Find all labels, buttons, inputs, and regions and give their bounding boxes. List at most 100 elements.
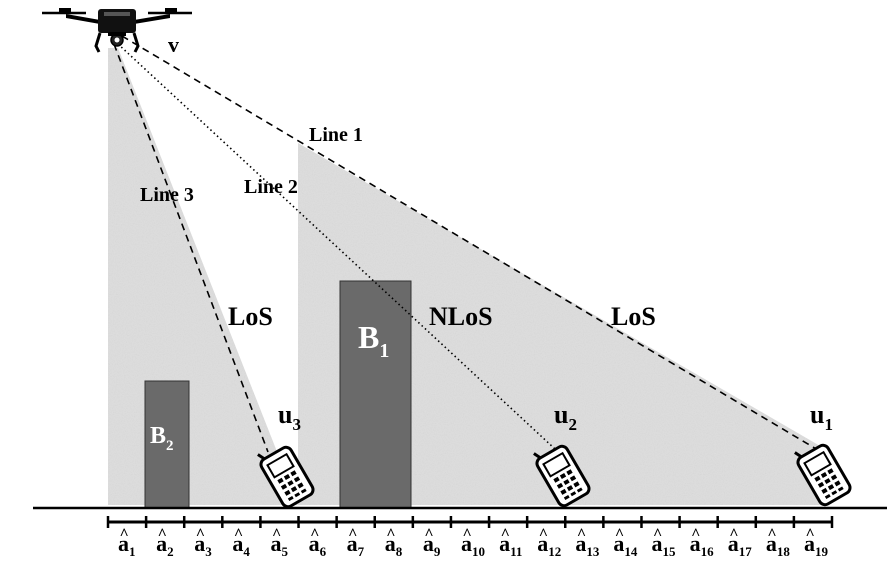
segment-label-sub: 9	[434, 544, 441, 559]
segment-label-base: a	[804, 531, 815, 556]
user-u3-sub: 3	[292, 415, 301, 434]
building-b1	[339, 280, 412, 509]
segment-ruler: a1^a2^a3^a4^a5^a6^a7^a8^a9^a10^a11^a12^a…	[106, 516, 834, 559]
segment-label: a16	[690, 531, 715, 559]
segment-hat: ^	[767, 526, 776, 543]
user-u1-sub: 1	[824, 415, 833, 434]
line-3	[113, 43, 269, 453]
segment-hat: ^	[539, 526, 548, 543]
building-b1-label: B1	[358, 319, 389, 362]
segment-label-base: a	[309, 531, 320, 556]
segment-label-sub: 11	[510, 544, 522, 559]
segment-label-base: a	[232, 531, 243, 556]
segment-hat: ^	[577, 526, 586, 543]
segment-label: a14	[613, 531, 638, 559]
segment-label-base: a	[613, 531, 624, 556]
segment-hat: ^	[691, 526, 700, 543]
phone-icon-u2	[533, 444, 591, 508]
los-label-right: LoS	[611, 302, 656, 331]
segment-label: a4	[232, 531, 250, 559]
phone-icon-u3	[257, 445, 315, 509]
segment-label-base: a	[690, 531, 701, 556]
segment-label: a6	[309, 531, 327, 559]
segment-hat: ^	[196, 526, 205, 543]
segment-label-sub: 2	[167, 544, 174, 559]
segment-label-base: a	[499, 531, 510, 556]
line-2	[117, 43, 556, 450]
phone-icon-u1	[794, 443, 852, 507]
user-u3-label: u3	[278, 400, 301, 434]
line-3-label: Line 3	[140, 184, 194, 206]
segment-hat: ^	[463, 526, 472, 543]
segment-label-base: a	[194, 531, 205, 556]
segment-label-base: a	[118, 531, 129, 556]
segment-label-sub: 18	[777, 544, 791, 559]
segment-hat: ^	[158, 526, 167, 543]
building-b1-base: B	[358, 319, 379, 355]
segment-label-base: a	[766, 531, 777, 556]
segment-label-sub: 17	[739, 544, 753, 559]
segment-label-base: a	[652, 531, 663, 556]
segment-hat: ^	[348, 526, 357, 543]
segment-hat: ^	[386, 526, 395, 543]
segment-label: a11	[499, 531, 522, 559]
segment-hat: ^	[653, 526, 662, 543]
segment-label-sub: 13	[586, 544, 600, 559]
segment-label-base: a	[537, 531, 548, 556]
segment-label: a3	[194, 531, 212, 559]
segment-hat: ^	[120, 526, 129, 543]
line-1	[121, 35, 819, 451]
segment-hat: ^	[272, 526, 281, 543]
building-b2-sub: 2	[166, 438, 174, 454]
segment-label-sub: 16	[701, 544, 715, 559]
building-b1-sub: 1	[379, 340, 389, 362]
user-u3-base: u	[278, 400, 292, 429]
segment-label-sub: 4	[243, 544, 250, 559]
line-1-label: Line 1	[309, 124, 363, 146]
segment-label: a7	[347, 531, 365, 559]
segment-label-sub: 14	[624, 544, 638, 559]
segment-label: a17	[728, 531, 753, 559]
segment-label-sub: 10	[472, 544, 485, 559]
los-label-left: LoS	[228, 302, 273, 331]
building-b2-base: B	[150, 423, 166, 449]
segment-label-sub: 19	[815, 544, 829, 559]
segment-label-base: a	[270, 531, 281, 556]
segment-label: a13	[575, 531, 600, 559]
segment-label-base: a	[575, 531, 586, 556]
segment-label-sub: 3	[205, 544, 212, 559]
segment-label: a1	[118, 531, 136, 559]
segment-hat: ^	[615, 526, 624, 543]
segment-label-sub: 6	[320, 544, 327, 559]
segment-label: a18	[766, 531, 791, 559]
segment-label: a10	[461, 531, 485, 559]
segment-label-sub: 8	[396, 544, 403, 559]
segment-hat: ^	[501, 526, 510, 543]
segment-label-sub: 12	[548, 544, 561, 559]
coverage-region-right	[298, 143, 827, 505]
building-b2-label: B2	[150, 423, 174, 454]
uav-label: v	[168, 32, 179, 57]
segment-label-base: a	[423, 531, 434, 556]
segment-label: a12	[537, 531, 561, 559]
segment-hat: ^	[805, 526, 814, 543]
user-u1-label: u1	[810, 400, 833, 434]
user-u2-label: u2	[554, 400, 577, 434]
segment-label: a9	[423, 531, 441, 559]
segment-label: a8	[385, 531, 403, 559]
nlos-label: NLoS	[429, 302, 493, 331]
line-2-label: Line 2	[244, 176, 298, 198]
segment-label-base: a	[385, 531, 396, 556]
segment-label: a15	[652, 531, 677, 559]
segment-label: a19	[804, 531, 829, 559]
segment-hat: ^	[424, 526, 433, 543]
segment-label: a5	[270, 531, 288, 559]
segment-label-sub: 1	[129, 544, 136, 559]
segment-hat: ^	[310, 526, 319, 543]
segment-label-base: a	[156, 531, 167, 556]
segment-label-base: a	[728, 531, 739, 556]
user-u1-base: u	[810, 400, 824, 429]
coverage-region-left	[108, 48, 298, 505]
segment-label-base: a	[347, 531, 358, 556]
